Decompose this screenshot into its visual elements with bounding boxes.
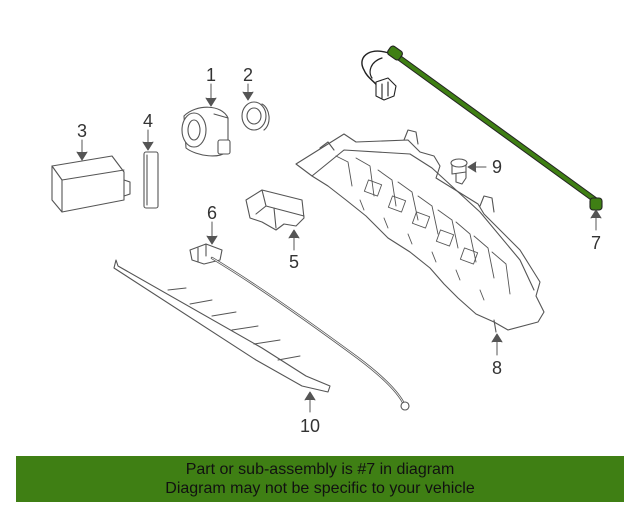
callout-2[interactable]: 2 [243, 65, 253, 85]
callout-8[interactable]: 8 [492, 358, 502, 378]
part-4-strip[interactable] [143, 151, 159, 209]
callout-7[interactable]: 7 [591, 233, 601, 253]
part-5-bracket[interactable] [245, 189, 305, 231]
part-9-clip[interactable] [450, 158, 468, 185]
part-10-harness[interactable] [113, 259, 331, 393]
sensor-cable[interactable] [210, 256, 410, 411]
parts-diagram: 1 2 3 4 5 6 7 8 9 10 [51, 45, 603, 436]
callout-10[interactable]: 10 [300, 416, 320, 436]
callout-1[interactable]: 1 [206, 65, 216, 85]
callout-6[interactable]: 6 [207, 203, 217, 223]
banner-line-2: Diagram may not be specific to your vehi… [165, 480, 475, 497]
callout-4[interactable]: 4 [143, 111, 153, 131]
part-2-ring[interactable] [241, 101, 270, 131]
part-8-frame[interactable] [295, 129, 545, 333]
info-banner: Part or sub-assembly is #7 in diagram Di… [16, 456, 624, 502]
callout-3[interactable]: 3 [77, 121, 87, 141]
part-1-sensor[interactable] [181, 106, 231, 157]
leader-lines [76, 83, 602, 413]
part-3-control-module[interactable] [51, 155, 131, 213]
callout-9[interactable]: 9 [492, 157, 502, 177]
callout-5[interactable]: 5 [289, 252, 299, 272]
part-7-highlighted-harness[interactable] [361, 45, 603, 211]
banner-line-1: Part or sub-assembly is #7 in diagram [185, 461, 455, 478]
